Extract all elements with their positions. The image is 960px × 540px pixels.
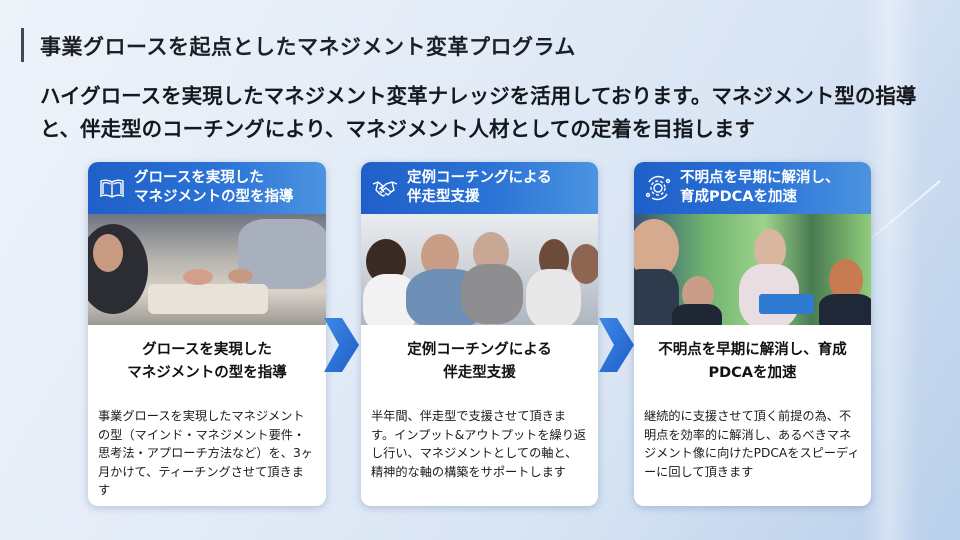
- step-card-1: グロースを実現した マネジメントの型を指導 グロースを実現した マネジメントの型…: [88, 162, 326, 506]
- card-header-line-1: 不明点を早期に解消し、: [680, 170, 840, 186]
- card-title: 不明点を早期に解消し、育成 PDCAを加速: [644, 339, 861, 385]
- card-header: 不明点を早期に解消し、 育成PDCAを加速: [634, 162, 871, 214]
- card-description: 半年間、伴走型で支援させて頂きます。インプット&アウトプットを繰り返し行い、マネ…: [371, 409, 587, 479]
- card-title-line-2: マネジメントの型を指導: [127, 365, 287, 381]
- gear-cycle-icon: [645, 175, 671, 201]
- open-book-icon: [100, 179, 124, 198]
- card-header-line-1: 定例コーチングによる: [407, 170, 552, 186]
- chevron-right-arrow-icon: [599, 318, 634, 372]
- card-title-line-1: グロースを実現した: [142, 342, 272, 358]
- card-title: 定例コーチングによる 伴走型支援: [371, 339, 588, 385]
- step-card-3: 不明点を早期に解消し、 育成PDCAを加速 不明点を早期に解消し、育成 PDCA…: [634, 162, 871, 506]
- card-title: グロースを実現した マネジメントの型を指導: [98, 339, 316, 385]
- title-accent-bar: [21, 28, 24, 62]
- page-subtitle: ハイグロースを実現したマネジメント変革ナレッジを活用しております。マネジメント型…: [40, 84, 917, 141]
- page-title: 事業グロースを起点としたマネジメント変革プログラム: [40, 35, 576, 59]
- card-header-text: 定例コーチングによる 伴走型支援: [407, 169, 552, 207]
- card-description: 継続的に支援させて頂く前提の為、不明点を効率的に解消し、あるべきマネジメント像に…: [644, 409, 860, 479]
- card-title-line-1: 定例コーチングによる: [407, 342, 552, 358]
- card-header-line-2: マネジメントの型を指導: [134, 189, 294, 205]
- smiling-professionals-photo: [634, 214, 871, 325]
- card-header-line-2: 伴走型支援: [407, 189, 480, 205]
- card-header-text: 不明点を早期に解消し、 育成PDCAを加速: [680, 169, 840, 207]
- card-body: 定例コーチングによる 伴走型支援 半年間、伴走型で支援させて頂きます。インプット…: [361, 325, 598, 481]
- card-body: グロースを実現した マネジメントの型を指導 事業グロースを実現したマネジメントの…: [88, 325, 326, 500]
- handshake-icon: [372, 181, 398, 197]
- business-meeting-documents-photo: [88, 214, 326, 325]
- card-body: 不明点を早期に解消し、育成 PDCAを加速 継続的に支援させて頂く前提の為、不明…: [634, 325, 871, 481]
- card-title-line-1: 不明点を早期に解消し、育成: [658, 342, 847, 358]
- card-title-line-2: 伴走型支援: [443, 365, 516, 381]
- card-description: 事業グロースを実現したマネジメントの型（マインド・マネジメント要件・思考法・アプ…: [98, 409, 313, 497]
- team-discussion-photo: [361, 214, 598, 325]
- card-header: 定例コーチングによる 伴走型支援: [361, 162, 598, 214]
- card-header-line-1: グロースを実現した: [134, 170, 264, 186]
- card-title-line-2: PDCAを加速: [708, 365, 797, 381]
- card-header: グロースを実現した マネジメントの型を指導: [88, 162, 326, 214]
- chevron-right-arrow-icon: [324, 318, 359, 372]
- card-header-line-2: 育成PDCAを加速: [680, 189, 798, 205]
- card-header-text: グロースを実現した マネジメントの型を指導: [134, 169, 294, 207]
- step-card-2: 定例コーチングによる 伴走型支援 定例コーチングによる 伴走型支援 半年間、伴走…: [361, 162, 598, 506]
